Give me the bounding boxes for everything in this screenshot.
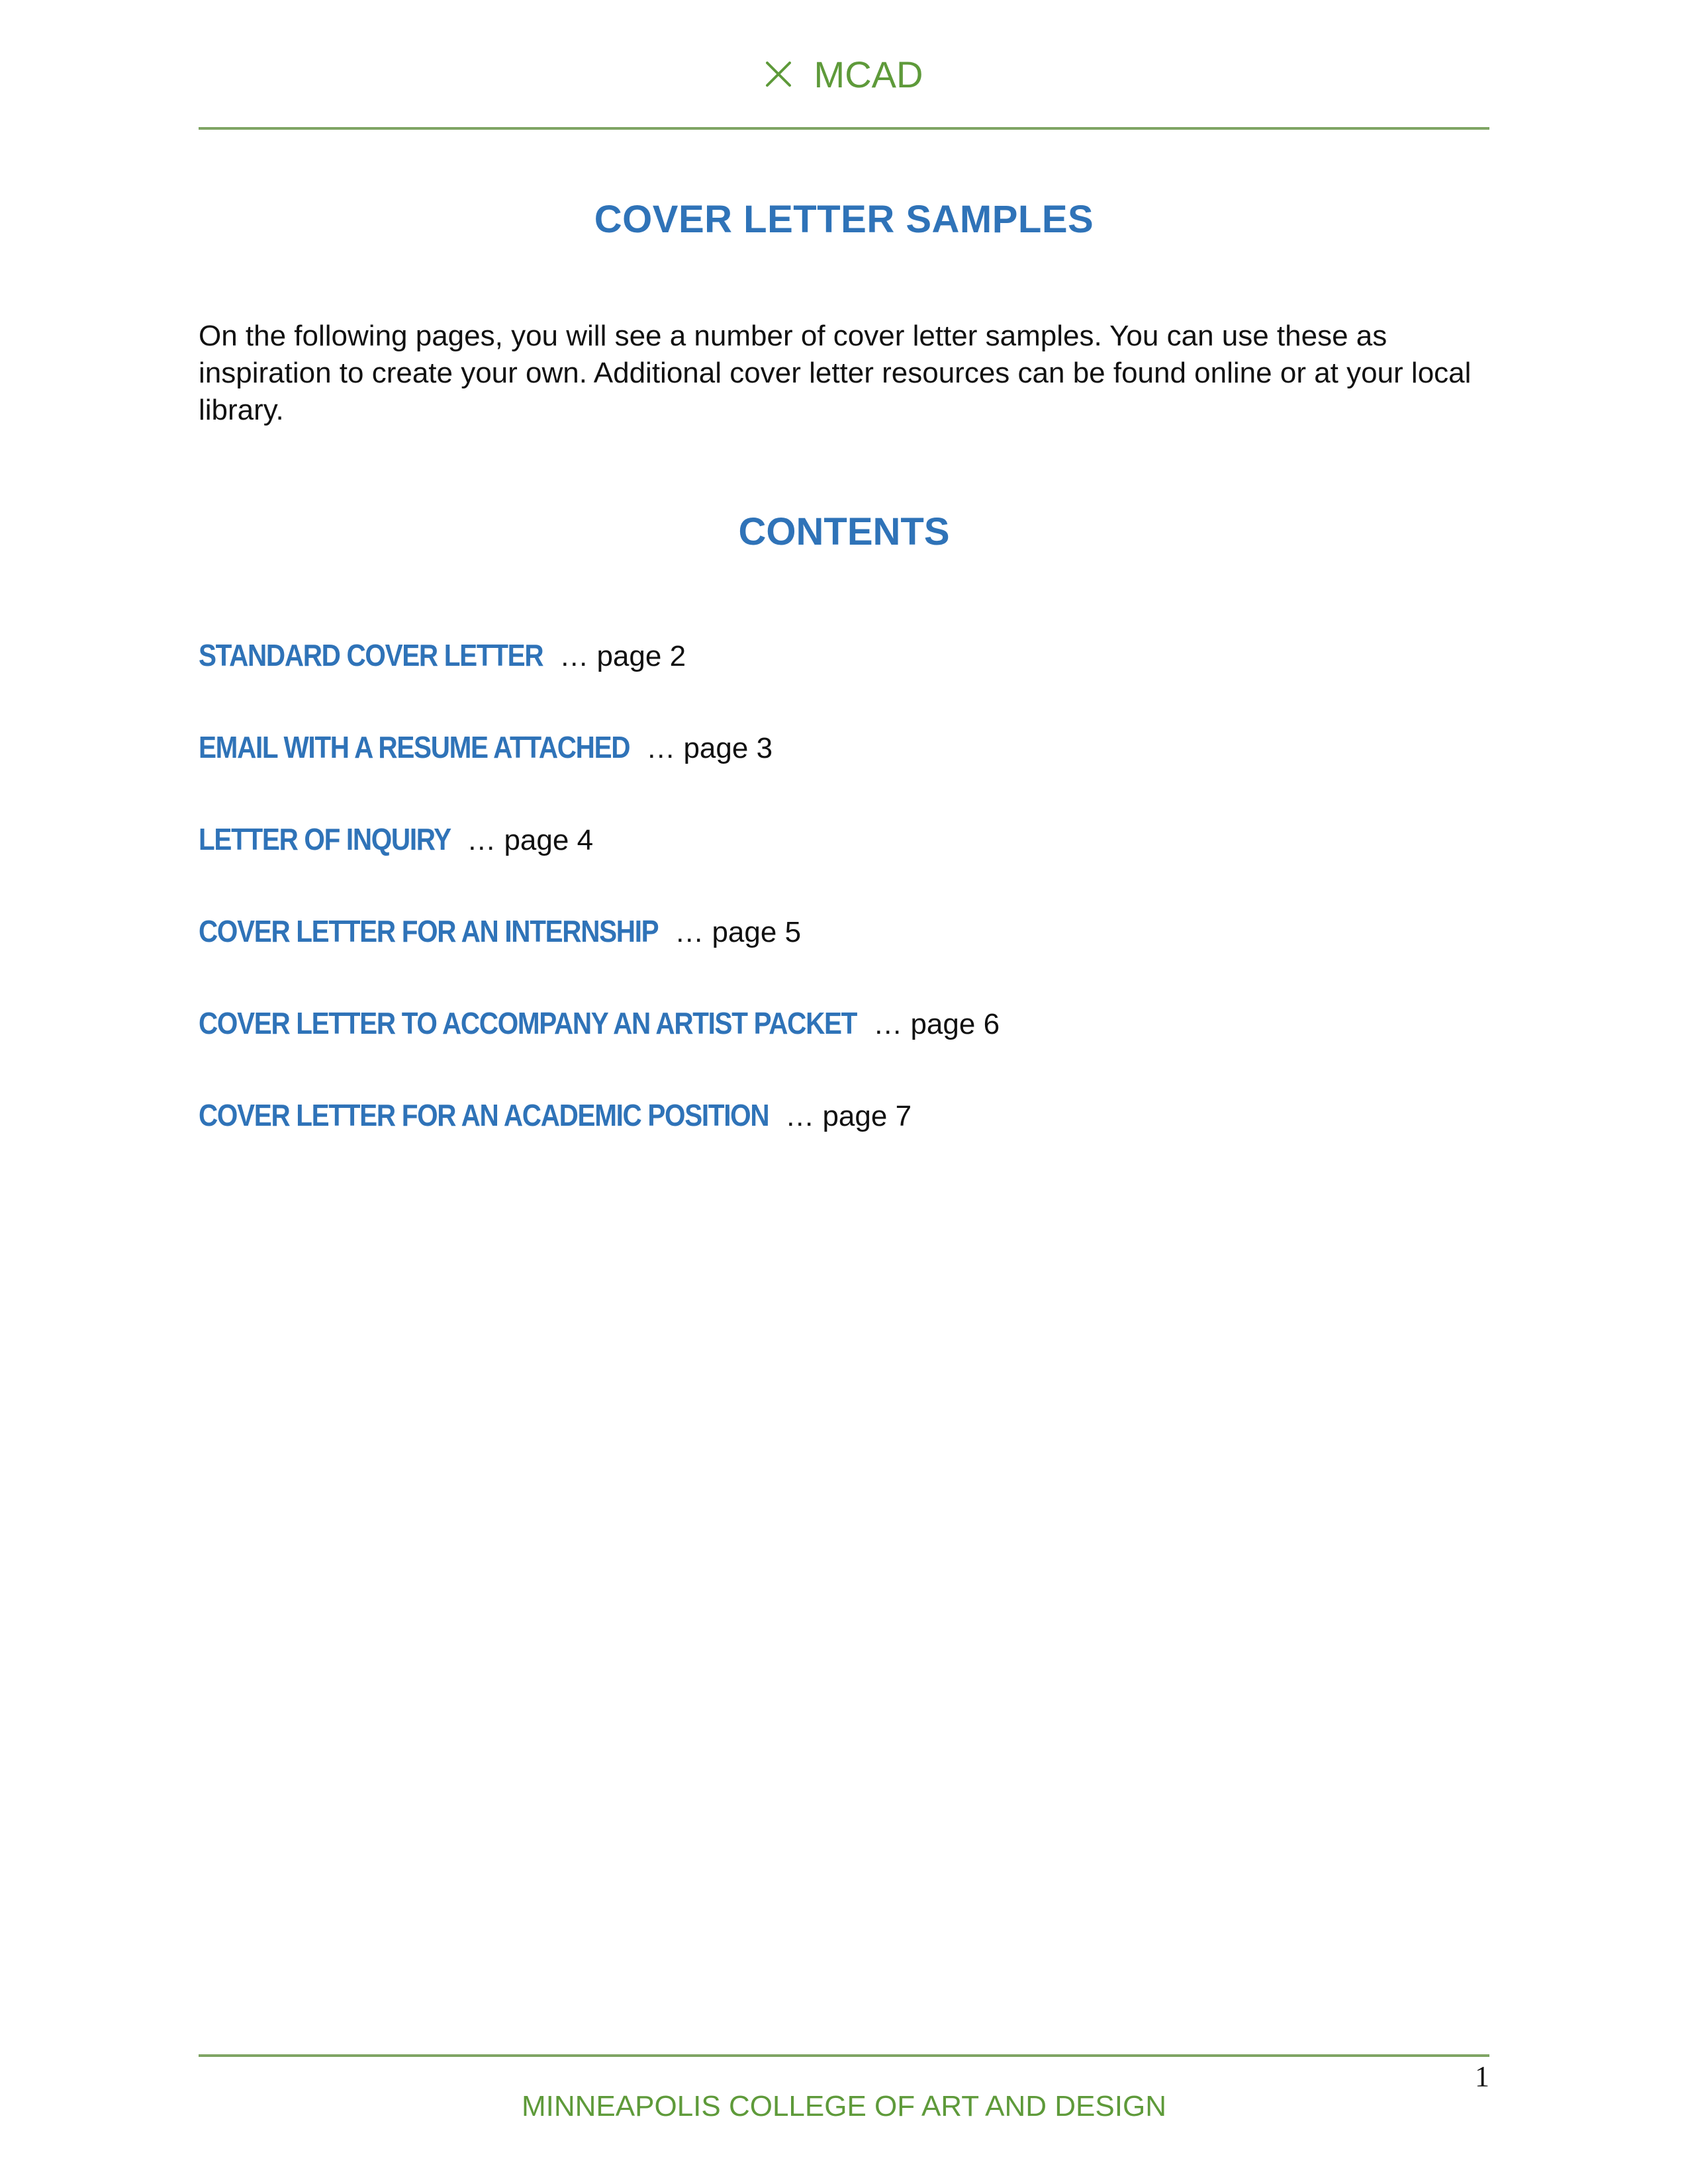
header-divider	[199, 127, 1489, 130]
page-number: 1	[1475, 2060, 1489, 2093]
intro-paragraph: On the following pages, you will see a n…	[199, 320, 1472, 426]
toc-item: EMAIL WITH A RESUME ATTACHED … page 3	[199, 729, 1489, 821]
toc-link-internship[interactable]: COVER LETTER FOR AN INTERNSHIP	[199, 914, 659, 948]
toc-page-ref: … page 5	[675, 916, 802, 948]
brand-name: MCAD	[814, 53, 923, 95]
toc-page-ref: … page 2	[559, 640, 686, 672]
document-title: COVER LETTER SAMPLES	[594, 198, 1094, 241]
toc-page-ref: … page 7	[785, 1100, 912, 1132]
toc-link-letter-of-inquiry[interactable]: LETTER OF INQUIRY	[199, 822, 451, 856]
contents-heading: CONTENTS	[738, 510, 950, 553]
toc-item: COVER LETTER FOR AN INTERNSHIP … page 5	[199, 913, 1489, 1005]
x-mark-icon	[765, 61, 792, 87]
toc-page-ref: … page 4	[467, 824, 594, 856]
page-header: MCAD	[199, 48, 1489, 101]
toc-item: LETTER OF INQUIRY … page 4	[199, 821, 1489, 913]
footer-divider	[199, 2054, 1489, 2057]
document-page: MCAD COVER LETTER SAMPLES On the followi…	[199, 0, 1489, 2184]
toc-item: COVER LETTER FOR AN ACADEMIC POSITION … …	[199, 1097, 1489, 1189]
footer-institution: MINNEAPOLIS COLLEGE OF ART AND DESIGN	[522, 2090, 1166, 2122]
toc-item: COVER LETTER TO ACCOMPANY AN ARTIST PACK…	[199, 1005, 1489, 1097]
toc-page-ref: … page 3	[646, 732, 773, 764]
toc-page-ref: … page 6	[873, 1008, 1000, 1040]
toc-link-standard-cover-letter[interactable]: STANDARD COVER LETTER	[199, 638, 544, 672]
toc-link-academic-position[interactable]: COVER LETTER FOR AN ACADEMIC POSITION	[199, 1098, 770, 1132]
toc-item: STANDARD COVER LETTER … page 2	[199, 637, 1489, 729]
table-of-contents: STANDARD COVER LETTER … page 2 EMAIL WIT…	[199, 637, 1489, 1189]
toc-link-email-with-resume[interactable]: EMAIL WITH A RESUME ATTACHED	[199, 730, 630, 764]
toc-link-artist-packet[interactable]: COVER LETTER TO ACCOMPANY AN ARTIST PACK…	[199, 1006, 857, 1040]
